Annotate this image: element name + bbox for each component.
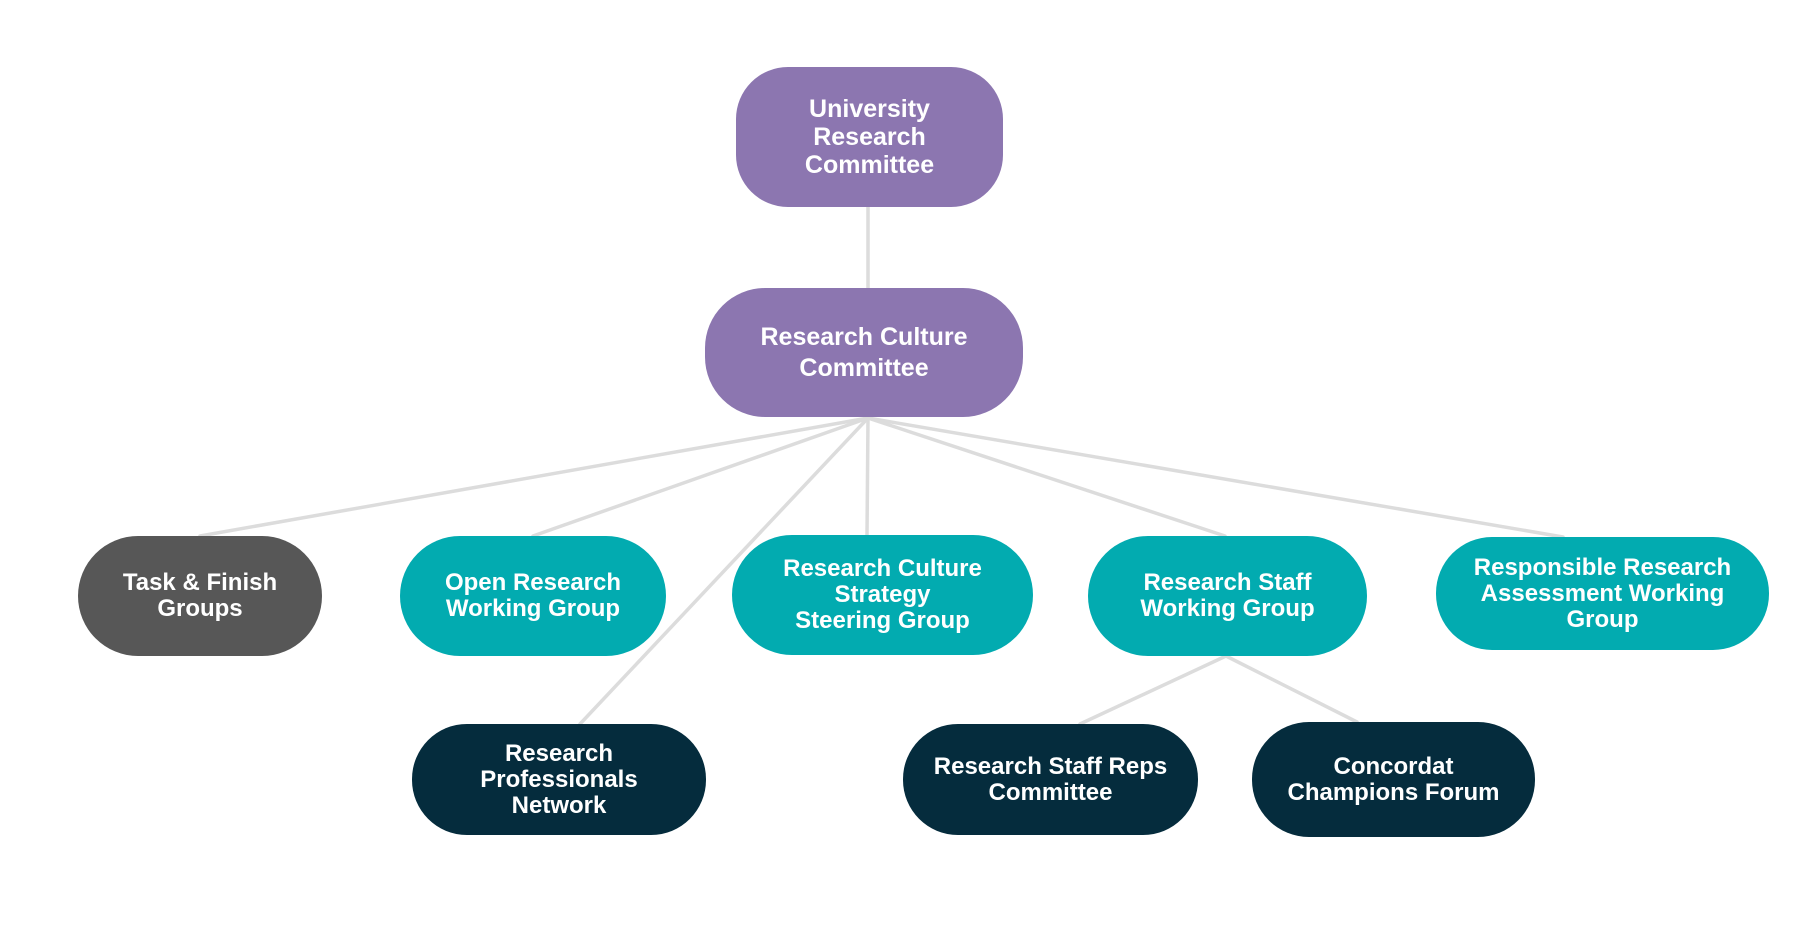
node-open-research-working-group: Open Research Working Group	[400, 536, 666, 656]
node-concordat-champions-forum: Concordat Champions Forum	[1252, 722, 1535, 837]
node-label: Open Research Working Group	[444, 569, 622, 622]
node-label: Research Culture Strategy Steering Group	[783, 555, 982, 634]
node-research-professionals-network: Research Professionals Network	[412, 724, 706, 835]
connector-rcc-to-strategy-steering	[865, 416, 870, 537]
node-research-culture-committee: Research Culture Committee	[705, 288, 1023, 417]
node-label: Research Professionals Network	[480, 739, 638, 819]
connector-rcc-to-open-research	[531, 416, 870, 538]
node-university-research-committee: University Research Committee	[736, 67, 1003, 207]
node-label: Research Staff Working Group	[1140, 569, 1315, 622]
connector-staff-to-reps	[1078, 654, 1228, 726]
connector-rcc-to-task-finish	[198, 416, 870, 538]
node-task-finish-groups: Task & Finish Groups	[78, 536, 322, 656]
node-label: University Research Committee	[804, 95, 935, 179]
node-responsible-research-assessment-working-group: Responsible Research Assessment Working …	[1436, 537, 1769, 650]
node-strategy-steering-group: Research Culture Strategy Steering Group	[732, 535, 1033, 655]
node-label: Research Staff Reps Committee	[933, 752, 1168, 806]
node-label: Concordat Champions Forum	[1287, 752, 1500, 806]
node-research-staff-working-group: Research Staff Working Group	[1088, 536, 1367, 656]
connector-rcc-to-research-professionals	[578, 416, 870, 726]
node-label: Research Culture Committee	[760, 322, 968, 382]
connector-rcc-to-research-staff	[866, 416, 1227, 538]
connector-rcc-to-responsible-research	[866, 416, 1565, 539]
connector-staff-to-concordat	[1224, 654, 1359, 724]
node-label: Task & Finish Groups	[122, 569, 278, 622]
node-research-staff-reps-committee: Research Staff Reps Committee	[903, 724, 1198, 835]
node-label: Responsible Research Assessment Working …	[1473, 553, 1732, 633]
